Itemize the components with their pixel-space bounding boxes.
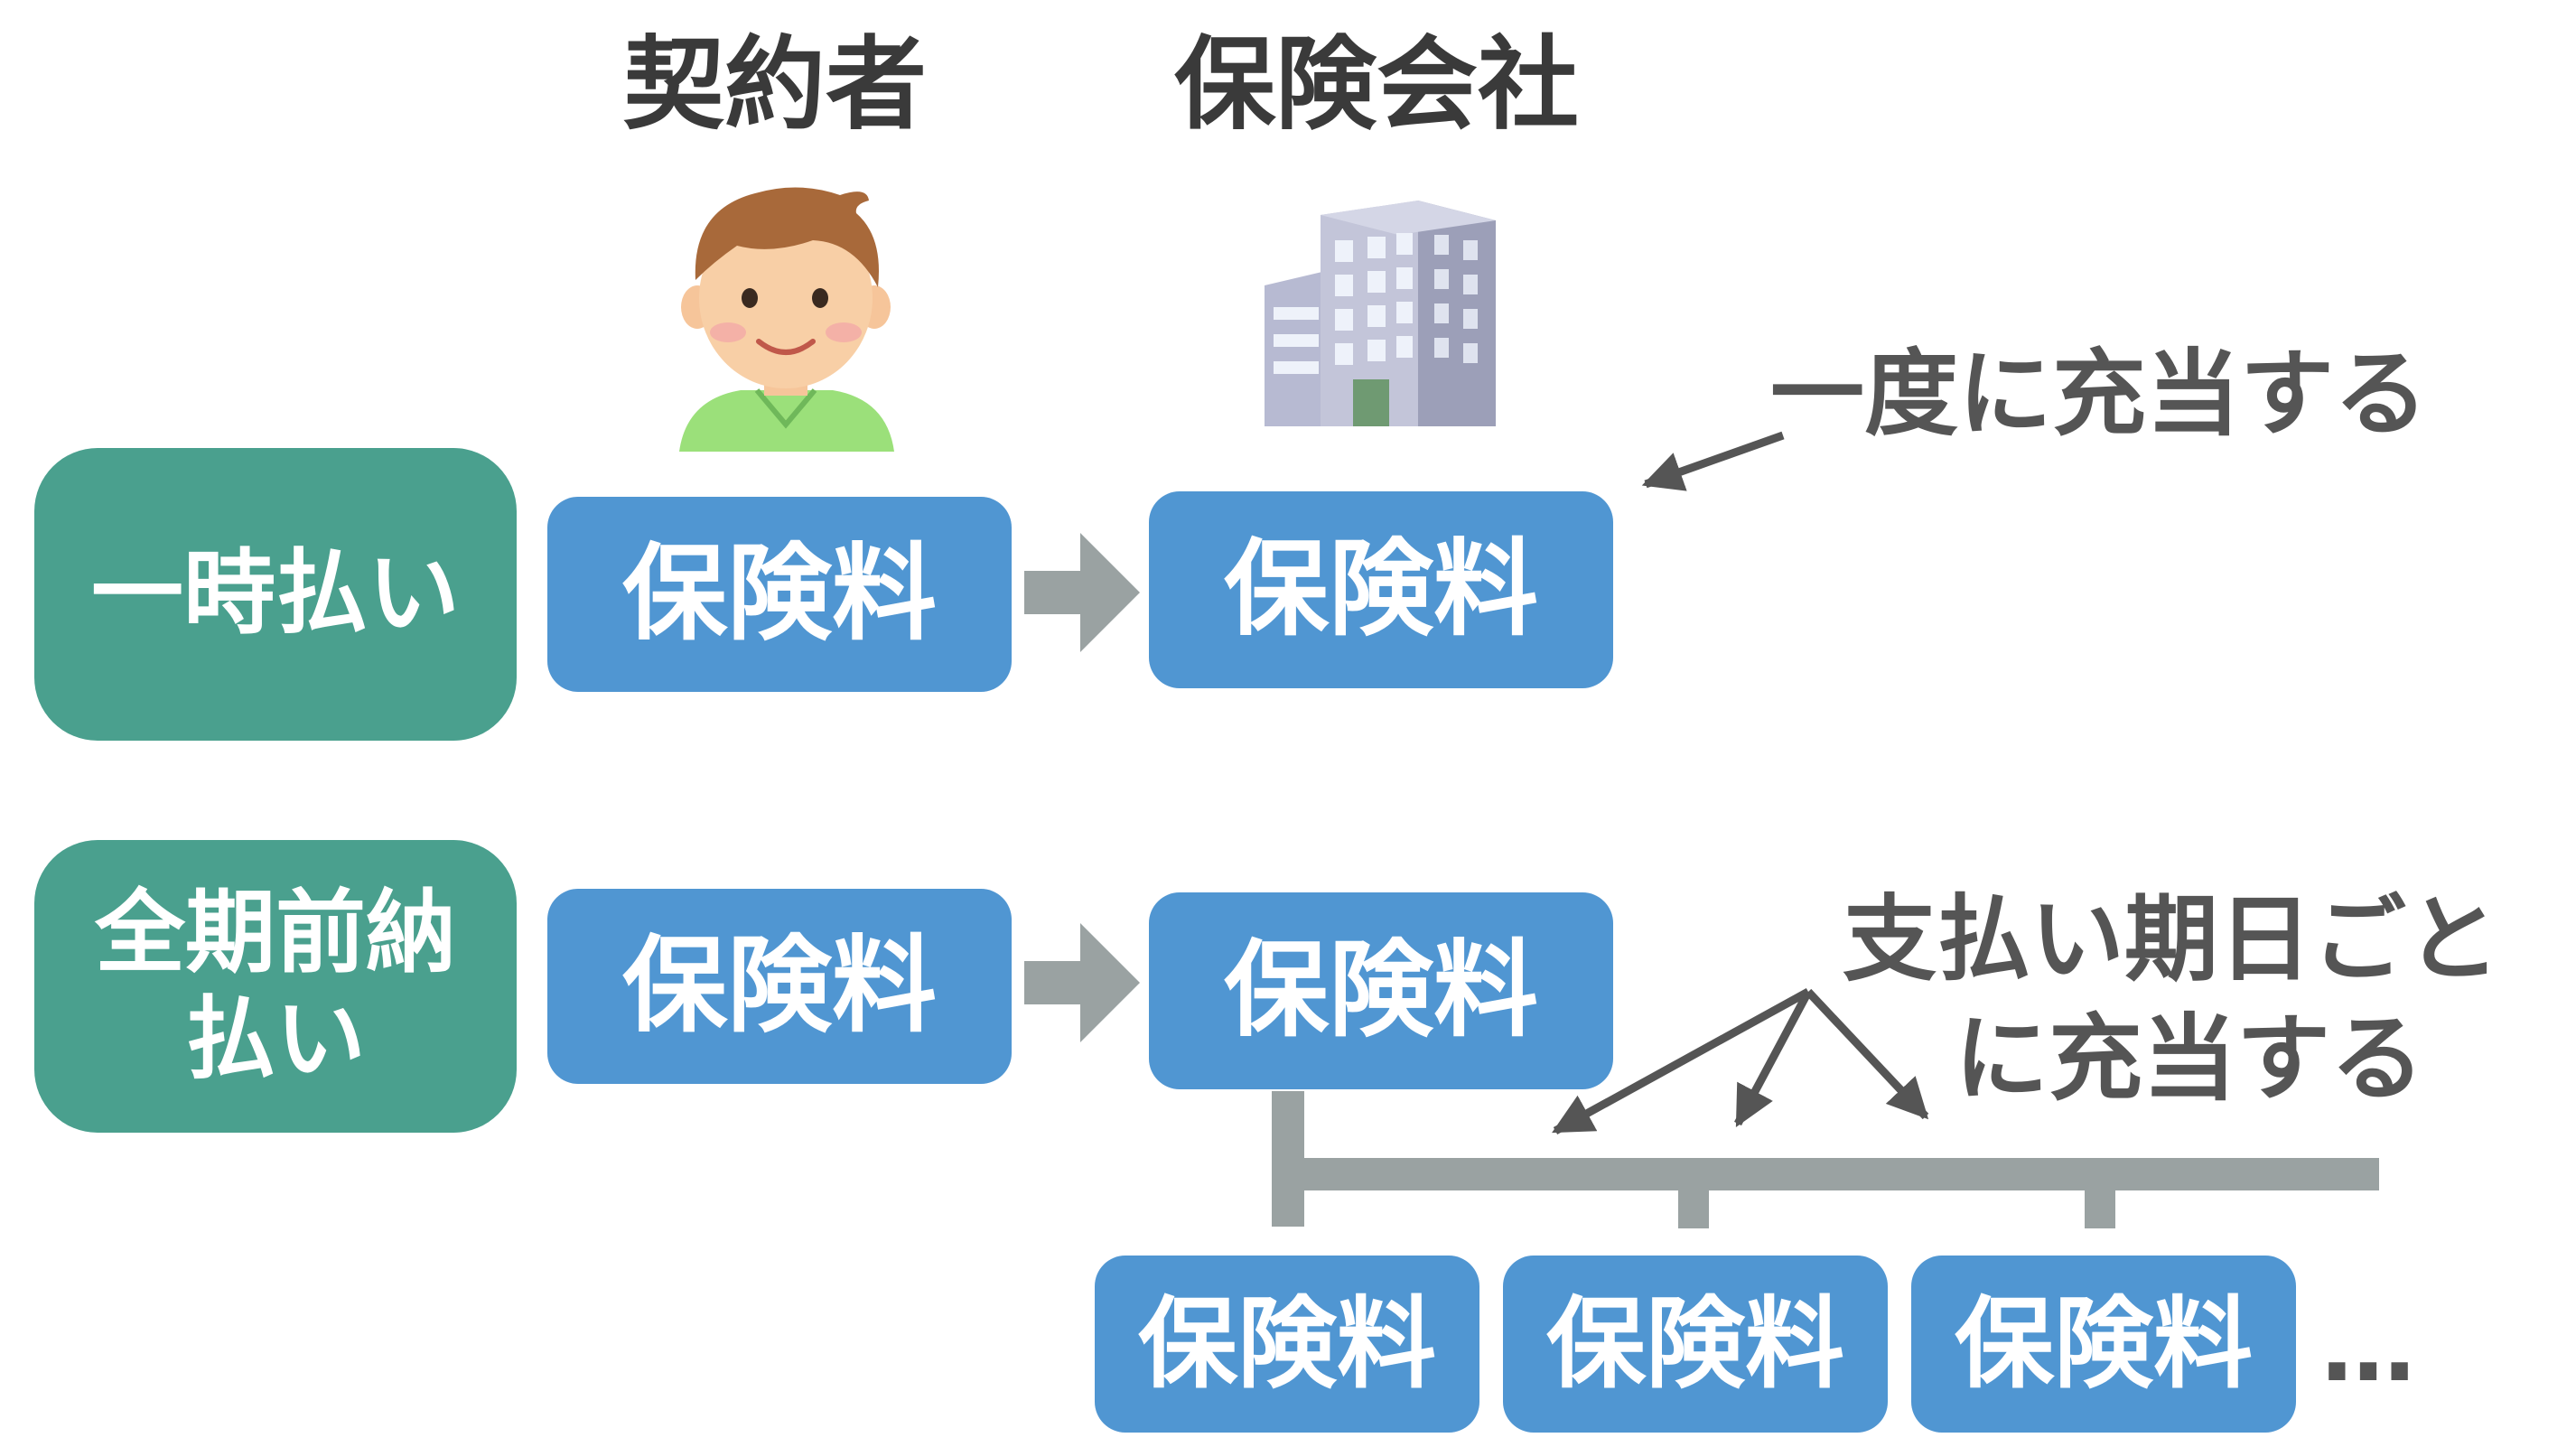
category-prepaid-label-line1: 全期前納 bbox=[95, 880, 456, 985]
flow-arrow-lump-sum bbox=[1024, 533, 1140, 652]
continuation-ellipsis: … bbox=[2321, 1293, 2415, 1403]
insurer-header: 保険会社 bbox=[1174, 26, 1579, 144]
note-arrow-lump-sum bbox=[1641, 431, 1785, 491]
contractor-header: 契約者 bbox=[623, 26, 927, 144]
premium-box-installment-2: 保険料 bbox=[1503, 1256, 1888, 1433]
note-lump-sum: 一度に充当する bbox=[1770, 339, 2429, 449]
premium-box-installment-1: 保険料 bbox=[1095, 1256, 1479, 1433]
premium-box-insurer-2: 保険料 bbox=[1149, 892, 1613, 1089]
premium-box-insurer-1: 保険料 bbox=[1149, 491, 1613, 688]
category-lump-sum-label: 一時払い bbox=[91, 539, 460, 648]
category-prepaid: 全期前納 払い bbox=[34, 840, 517, 1133]
person-icon bbox=[679, 187, 894, 452]
category-lump-sum: 一時払い bbox=[34, 448, 517, 741]
flow-arrow-prepaid bbox=[1024, 923, 1140, 1042]
split-bracket bbox=[1272, 1091, 2379, 1228]
note-arrow-prepaid-3 bbox=[1805, 988, 1929, 1120]
office-building-icon bbox=[1265, 201, 1496, 426]
note-prepaid-line2: に充当する bbox=[1955, 1004, 2425, 1114]
note-arrow-prepaid-1 bbox=[1552, 988, 1811, 1134]
premium-box-contractor-1: 保険料 bbox=[547, 497, 1012, 692]
category-prepaid-label-line2: 払い bbox=[185, 986, 366, 1092]
premium-box-contractor-2: 保険料 bbox=[547, 889, 1012, 1084]
note-arrow-prepaid-2 bbox=[1734, 989, 1812, 1127]
note-prepaid-line1: 支払い期日ごと bbox=[1843, 884, 2501, 994]
premium-box-installment-3: 保険料 bbox=[1911, 1256, 2296, 1433]
